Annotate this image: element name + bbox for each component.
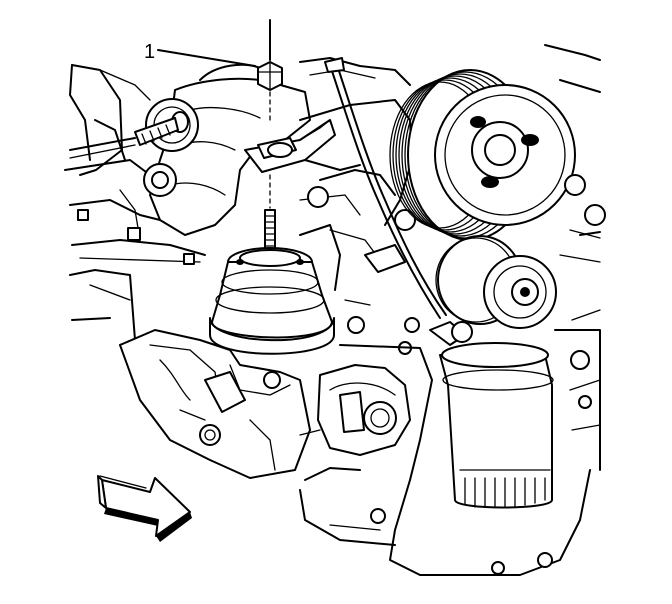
sensor-boss <box>69 98 199 159</box>
idler-pulley <box>435 44 606 329</box>
bolt-boss-left <box>143 163 177 197</box>
front-direction-arrow-icon <box>97 475 192 542</box>
callout-1: 1 <box>144 41 256 67</box>
drive-pulley <box>389 69 576 241</box>
oil-pan <box>299 329 601 576</box>
mount-bracket <box>244 119 361 173</box>
callout-label: 1 <box>144 41 155 63</box>
oil-filter <box>429 321 554 509</box>
lower-mount-bracket <box>119 329 311 479</box>
front-housing-lower <box>299 364 411 456</box>
engine-mount <box>209 247 335 355</box>
mount-stud <box>264 174 276 256</box>
mount-nut <box>257 19 283 121</box>
engine-block-frame <box>64 64 206 346</box>
dipstick-tube <box>324 57 447 319</box>
callout-leader <box>157 49 256 67</box>
